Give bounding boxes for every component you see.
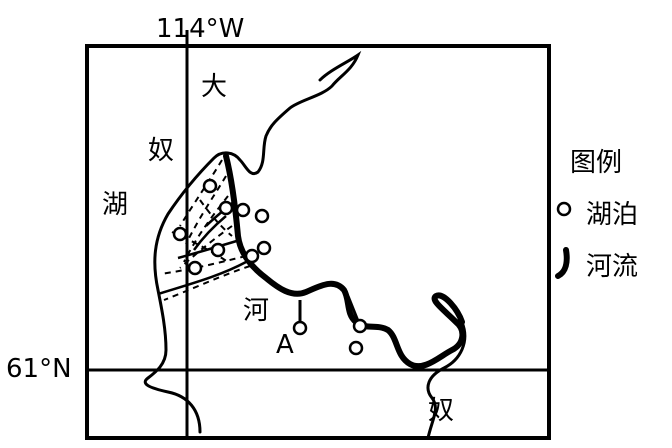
longitude-label: 114°W bbox=[156, 14, 245, 44]
main-river bbox=[223, 153, 466, 370]
legend-river-symbol bbox=[555, 247, 570, 279]
lake-marker bbox=[235, 202, 251, 218]
river-south-segment bbox=[426, 320, 467, 440]
lake-name-char-1: 大 bbox=[201, 72, 228, 102]
legend-item-label: 河流 bbox=[586, 252, 639, 282]
lake-marker bbox=[352, 318, 368, 334]
lake-shoreline bbox=[143, 50, 362, 434]
lake-marker bbox=[210, 242, 226, 258]
lake-name-char-3: 湖 bbox=[102, 190, 129, 220]
latitude-label: 61°N bbox=[6, 354, 72, 384]
lake-marker bbox=[202, 178, 218, 194]
legend-item-river: 河流 bbox=[586, 246, 638, 283]
lakes bbox=[172, 178, 368, 356]
lake-marker bbox=[187, 260, 203, 276]
lake-marker bbox=[244, 248, 260, 264]
lake-name-char-2: 奴 bbox=[148, 136, 175, 166]
lake-marker bbox=[348, 340, 364, 356]
lake-marker bbox=[254, 208, 270, 224]
river-name-char-2: 奴 bbox=[428, 396, 455, 426]
legend-title: 图例 bbox=[570, 148, 623, 178]
river-name-char-1: 河 bbox=[243, 296, 270, 326]
legend-item-label: 湖泊 bbox=[586, 200, 639, 230]
lake-marker bbox=[218, 200, 234, 216]
lake-marker bbox=[172, 226, 188, 242]
map-frame bbox=[85, 44, 551, 440]
lake-marker bbox=[256, 240, 272, 256]
delta-channels bbox=[157, 199, 247, 296]
legend-item-lake: 湖泊 bbox=[586, 194, 638, 231]
legend-lake-symbol bbox=[556, 201, 572, 217]
lake-marker bbox=[292, 320, 308, 336]
point-a-label: A bbox=[276, 330, 294, 360]
